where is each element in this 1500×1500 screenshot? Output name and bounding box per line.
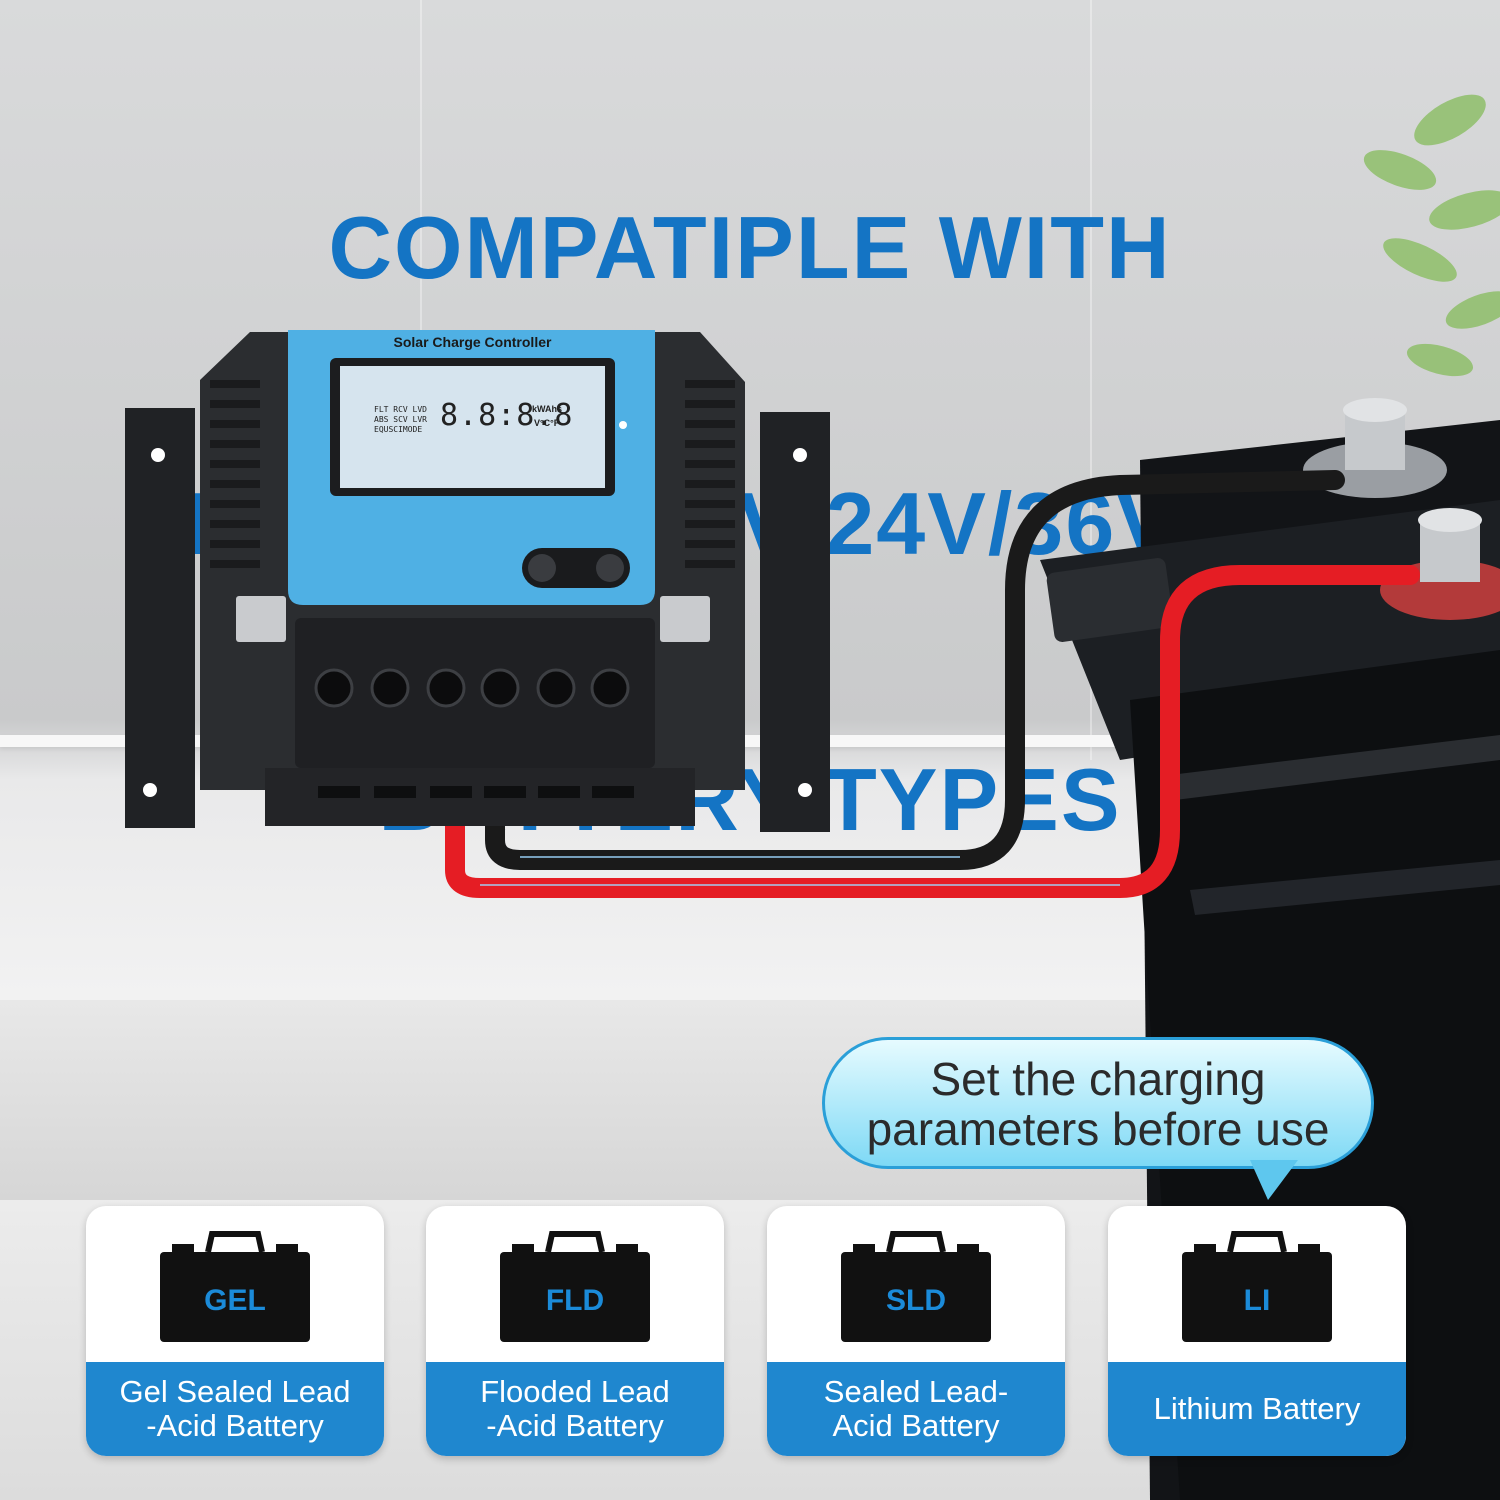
label-line-2: -Acid Battery	[146, 1408, 324, 1443]
lcd-digits: 8.8:8.8	[440, 398, 574, 433]
label-line-1: Sealed Lead-	[823, 1374, 1009, 1409]
battery-code: SLD	[886, 1284, 946, 1317]
mount-flange-left	[125, 408, 195, 828]
battery-type-label: Sealed Lead-Acid Battery	[767, 1362, 1065, 1456]
battery-type-label: Gel Sealed Lead-Acid Battery	[86, 1362, 384, 1456]
lcd-label-row-1: FLT RCV LVD	[374, 405, 427, 414]
wall-panel-seam	[1090, 0, 1092, 760]
battery-type-card-fld: FLD Flooded Lead-Acid Battery	[426, 1206, 724, 1456]
usb-ports-right	[660, 596, 710, 642]
lcd-units-top: kWAhs	[532, 404, 563, 414]
tip-line-1: Set the charging	[930, 1053, 1266, 1105]
usb-ports-left	[236, 596, 286, 642]
label-line-2: -Acid Battery	[486, 1408, 664, 1443]
controller-title: Solar Charge Controller	[393, 334, 552, 350]
mount-flange-right	[760, 412, 830, 832]
tip-bubble: Set the charging parameters before use	[822, 1037, 1374, 1169]
battery-type-card-gel: GEL Gel Sealed Lead-Acid Battery	[86, 1206, 384, 1456]
red-cable	[445, 565, 1420, 898]
lcd-units-bottom: V°C°F	[534, 418, 560, 428]
battery-icon	[1182, 1231, 1332, 1342]
battery-icon	[500, 1231, 650, 1342]
label-line-2: Acid Battery	[832, 1408, 1000, 1443]
lcd-labels: FLT RCV LVD ABS SCV LVR EQUSCIMODE	[374, 405, 427, 435]
lcd-label-row-3: EQUSCIMODE	[374, 425, 423, 434]
label-line-1: Lithium Battery	[1153, 1391, 1361, 1426]
battery-code: FLD	[545, 1284, 605, 1317]
black-cable	[485, 470, 1345, 870]
status-led	[619, 421, 627, 429]
tip-bubble-tail	[1250, 1160, 1298, 1200]
headline-line-1: COMPATIPLE WITH	[328, 198, 1172, 297]
plant-decoration	[1363, 94, 1500, 377]
button-left	[528, 554, 556, 582]
button-right	[596, 554, 624, 582]
battery-code: GEL	[204, 1284, 266, 1317]
terminal-block	[295, 618, 655, 768]
label-line-1: Flooded Lead	[480, 1374, 670, 1409]
battery-icon	[841, 1231, 991, 1342]
tip-line-2: parameters before use	[866, 1103, 1330, 1155]
lcd-label-row-2: ABS SCV LVR	[374, 415, 427, 424]
lcd-screen	[340, 366, 605, 488]
charge-controller	[125, 330, 830, 832]
battery-code: LI	[1243, 1284, 1271, 1317]
battery	[1040, 420, 1500, 1500]
battery-icon	[160, 1231, 310, 1342]
label-line-1: Gel Sealed Lead	[119, 1374, 351, 1409]
battery-type-label: Lithium Battery	[1108, 1362, 1406, 1456]
battery-type-card-sld: SLD Sealed Lead-Acid Battery	[767, 1206, 1065, 1456]
battery-type-card-li: LI Lithium Battery	[1108, 1206, 1406, 1456]
battery-type-label: Flooded Lead-Acid Battery	[426, 1362, 724, 1456]
